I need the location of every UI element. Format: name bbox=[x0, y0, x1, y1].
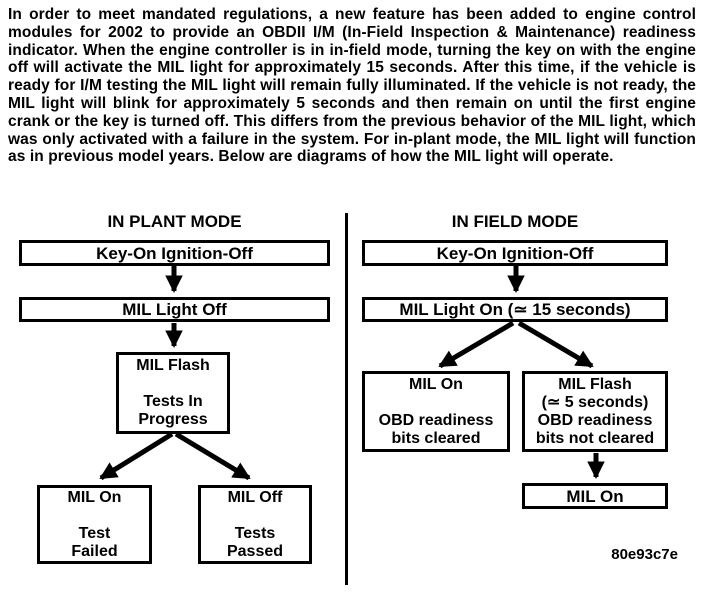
field-box-mil-light-on-15-seconds: MIL Light On (≃ 15 seconds) bbox=[362, 297, 668, 322]
field-box-mil-on-obd-bits-cleared: MIL On OBD readiness bits cleared bbox=[362, 371, 510, 452]
arrow-plant-flash-to-failed bbox=[99, 431, 174, 481]
plant-box-key-on-ignition-off: Key-On Ignition-Off bbox=[19, 240, 330, 266]
intro-paragraph: In order to meet mandated regulations, a… bbox=[8, 6, 696, 166]
plant-box-mil-off-tests-passed: MIL Off Tests Passed bbox=[198, 485, 312, 564]
field-box-mil-on-final: MIL On bbox=[522, 483, 668, 509]
arrow-field-milon-to-flash bbox=[517, 320, 594, 369]
field-box-key-on-ignition-off: Key-On Ignition-Off bbox=[362, 240, 668, 266]
plant-box-mil-light-off: MIL Light Off bbox=[19, 297, 330, 322]
column-divider bbox=[345, 213, 348, 585]
plant-box-mil-on-test-failed: MIL On Test Failed bbox=[37, 485, 152, 564]
field-mode-title: IN FIELD MODE bbox=[451, 212, 579, 231]
plant-mode-title: IN PLANT MODE bbox=[107, 212, 242, 231]
arrow-field-milon-to-cleared bbox=[438, 320, 515, 369]
figure-code: 80e93c7e bbox=[611, 546, 678, 563]
plant-box-mil-flash-tests-in-progress: MIL Flash Tests In Progress bbox=[116, 352, 230, 434]
field-box-mil-flash-obd-bits-not-cleared: MIL Flash (≃ 5 seconds) OBD readiness bi… bbox=[522, 371, 668, 452]
arrow-plant-flash-to-passed bbox=[174, 431, 251, 481]
